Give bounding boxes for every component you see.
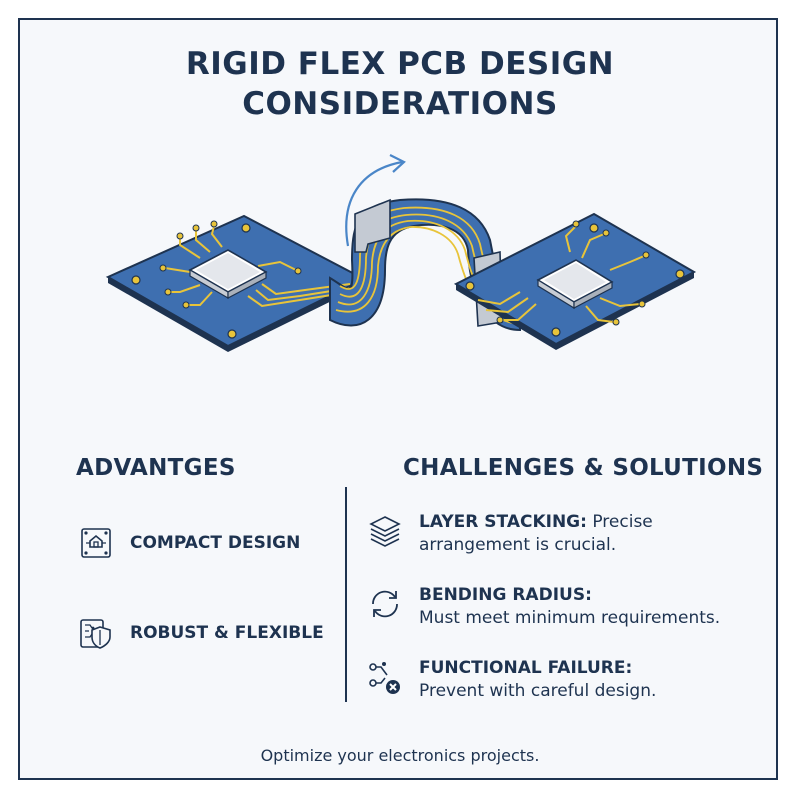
footer-tagline: Optimize your electronics projects.: [260, 746, 540, 765]
challenge-heading: LAYER STACKING:: [419, 512, 587, 532]
challenges-title: CHALLENGES & SOLUTIONS: [403, 455, 764, 481]
page-title: RIGID FLEX PCB DESIGN CONSIDERATIONS: [0, 44, 800, 124]
advantage-item-robust: ROBUST & FLEXIBLE: [78, 615, 324, 651]
challenge-heading: FUNCTIONAL FAILURE:: [419, 658, 633, 678]
right-rigid-board: [453, 212, 697, 350]
challenge-heading: BENDING RADIUS:: [419, 585, 592, 605]
title-line-1: RIGID FLEX PCB DESIGN: [185, 46, 615, 82]
challenge-item-bending-radius: BENDING RADIUS: Must meet minimum requir…: [365, 584, 720, 630]
circuit-shield-icon: [80, 619, 111, 649]
title-line-2: CONSIDERATIONS: [242, 86, 558, 122]
challenge-text: Must meet minimum requirements.: [419, 608, 721, 628]
challenge-item-functional-failure: FUNCTIONAL FAILURE: Prevent with careful…: [365, 657, 656, 703]
bend-arrow-icon: [345, 154, 406, 247]
advantage-label: ROBUST & FLEXIBLE: [130, 623, 324, 643]
compact-board-icon: [81, 528, 111, 558]
refresh-cycle-icon: [372, 590, 398, 618]
challenge-text: Prevent with careful design.: [419, 681, 657, 701]
infographic-frame: [18, 18, 778, 780]
challenge-text: arrangement is crucial.: [419, 535, 617, 555]
advantage-item-compact: COMPACT DESIGN: [78, 525, 300, 561]
challenge-item-layer-stacking: LAYER STACKING: Precise arrangement is c…: [365, 511, 653, 557]
rigid-flex-pcb-illustration: [105, 154, 697, 352]
column-divider: [345, 487, 347, 702]
advantage-label: COMPACT DESIGN: [130, 533, 301, 553]
left-rigid-board: [105, 214, 367, 352]
challenge-text-inline: Precise: [592, 512, 653, 532]
failure-x-icon: [369, 662, 400, 694]
layer-stack-icon: [369, 516, 401, 547]
advantages-title: ADVANTGES: [76, 455, 236, 481]
